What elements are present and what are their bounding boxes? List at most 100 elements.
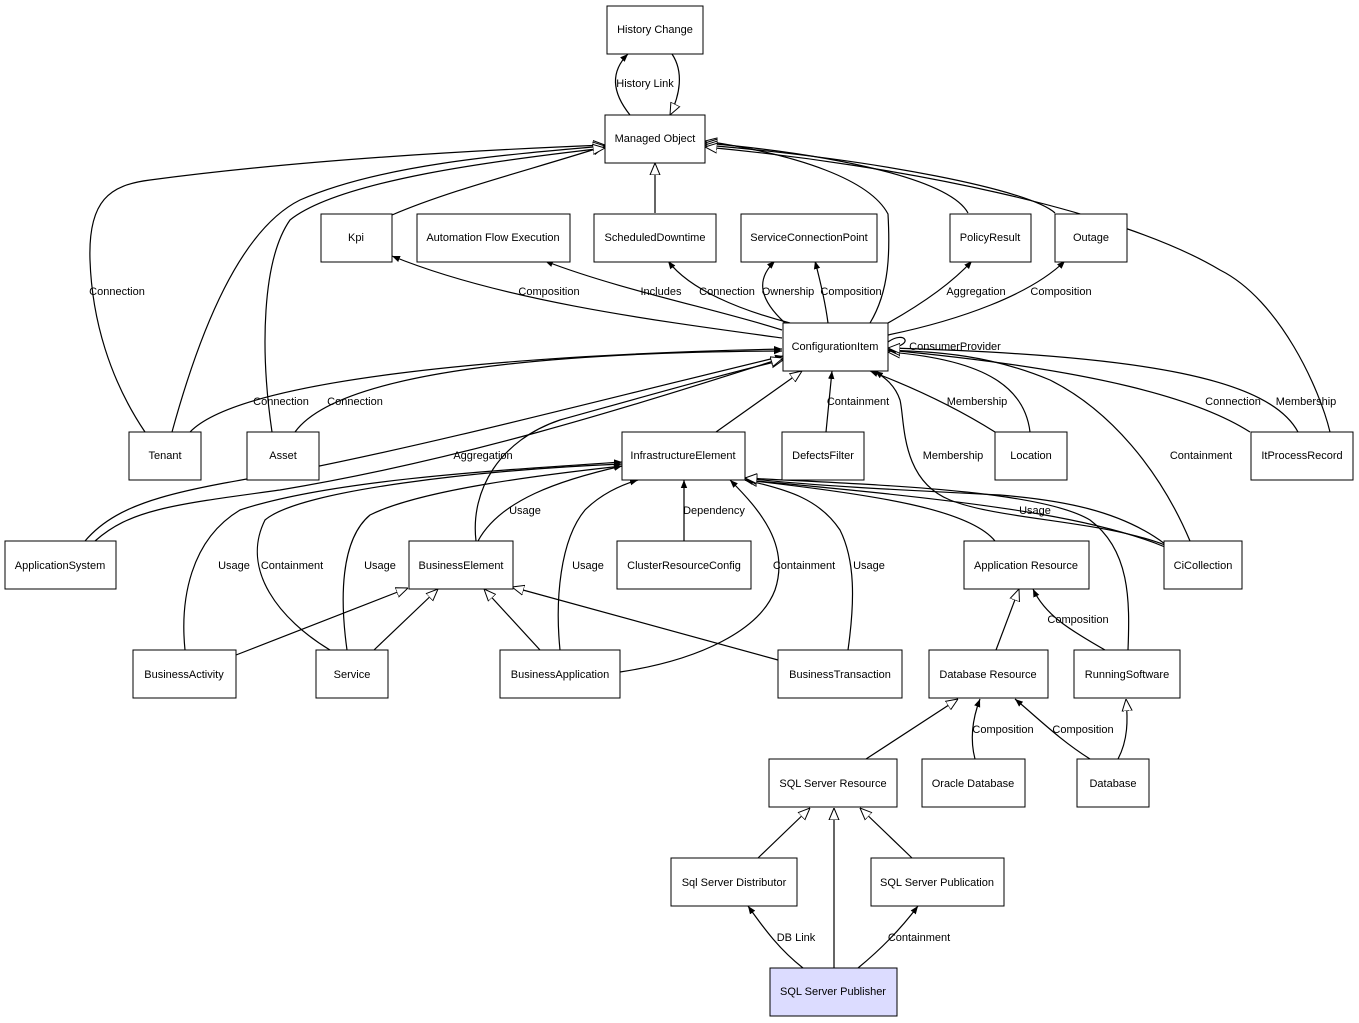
node-business-application[interactable]: BusinessApplication [499,649,621,699]
edge-cic-ie [744,477,1166,548]
node-label: Database [1089,778,1136,790]
edge-pub-publ [857,905,919,969]
node-label: ItProcessRecord [1261,450,1342,462]
edge-pub-dist [747,905,804,969]
edge-label-ba-usage: Usage [218,560,250,572]
edge-bt-be [512,587,779,661]
edge-ci-scp-comp [813,260,829,324]
edge-label-outage-composition: Composition [1030,286,1091,298]
edge-label-consumer-provider: ConsumerProvider [909,341,1001,353]
edge-label-cicollection-containment: Containment [1170,450,1232,462]
node-defects-filter[interactable]: DefectsFilter [781,431,865,481]
node-label: DefectsFilter [792,450,854,462]
edge-label-history-link: History Link [616,78,674,90]
node-ci-collection[interactable]: CiCollection [1163,540,1243,590]
node-it-process-record[interactable]: ItProcessRecord [1250,431,1354,481]
node-service[interactable]: Service [315,649,389,699]
edge-location-ci [869,370,996,433]
edge-ci-sd [667,260,791,324]
node-sql-server-publication[interactable]: SQL Server Publication [870,857,1005,907]
edge-pr-mo [705,143,969,214]
node-cluster-resource-config[interactable]: ClusterResourceConfig [616,540,752,590]
edge-label-pub-containment: Containment [888,932,950,944]
edge-asset-mo [264,148,605,433]
node-scheduled-downtime[interactable]: ScheduledDowntime [593,213,717,263]
edge-dr-ar [995,589,1019,651]
edge-label-oracle-composition: Composition [972,724,1033,736]
node-history-change[interactable]: History Change [606,5,704,55]
edge-label-asset-connection: Connection [327,396,383,408]
edge-as2-ci [94,358,783,542]
edge-ci-kpi [391,255,783,339]
edge-as-ci [84,354,784,542]
edge-label-bapp-usage: Usage [572,560,604,572]
node-label: PolicyResult [960,232,1021,244]
edge-label-bapp-containment: Containment [773,560,835,572]
node-automation-flow-execution[interactable]: Automation Flow Execution [416,213,571,263]
nodes: History Change Managed Object Kpi Automa… [4,5,1354,1017]
node-policy-result[interactable]: PolicyResult [949,213,1032,263]
node-oracle-database[interactable]: Oracle Database [921,758,1026,808]
node-label: Kpi [348,232,364,244]
edge-asset-ci [294,347,783,433]
edge-outage-mo [705,145,1056,214]
node-managed-object[interactable]: Managed Object [604,114,706,164]
edge-ba-ie [183,459,623,651]
node-infrastructure-element[interactable]: InfrastructureElement [621,431,746,481]
node-outage[interactable]: Outage [1054,213,1128,263]
node-label: History Change [617,24,693,36]
node-database[interactable]: Database [1076,758,1150,808]
node-label: BusinessActivity [144,669,224,681]
edge-ci-afe [544,260,783,331]
edge-itpr-ci-conn [887,347,1251,433]
edge-label-defects-containment: Containment [827,396,889,408]
edge-label-sd-connection: Connection [699,286,755,298]
node-configuration-item[interactable]: ConfigurationItem [782,322,889,372]
edge-label-tenant-connection: Connection [253,396,309,408]
edge-ie-ci [715,371,802,433]
edge-ba-be [235,588,408,656]
edge-label-itpr-connection: Connection [1205,396,1261,408]
edge-ci-scp-own [762,260,786,324]
node-location[interactable]: Location [994,431,1068,481]
edge-rs-ar [1032,588,1106,651]
node-kpi[interactable]: Kpi [320,213,393,263]
node-business-element[interactable]: BusinessElement [408,540,514,590]
node-database-resource[interactable]: Database Resource [928,649,1049,699]
edge-ssr-dr [865,699,958,760]
edge-itpr-ci-memb [888,348,1299,433]
node-application-system[interactable]: ApplicationSystem [4,540,117,590]
edge-ci-pr [887,260,973,324]
node-sql-server-resource[interactable]: SQL Server Resource [768,758,898,808]
node-asset[interactable]: Asset [246,431,320,481]
node-business-activity[interactable]: BusinessActivity [132,649,237,699]
node-running-software[interactable]: RunningSoftware [1073,649,1181,699]
edge-publ-ssr [860,808,913,859]
node-application-resource[interactable]: Application Resource [963,540,1090,590]
edge-history-inherit [670,53,679,115]
node-label: RunningSoftware [1085,669,1169,681]
node-label: Automation Flow Execution [426,232,559,244]
node-label: ScheduledDowntime [605,232,706,244]
edge-dist-ssr [757,808,810,859]
node-sql-server-distributor[interactable]: Sql Server Distributor [670,857,798,907]
edge-ar-ie [745,480,996,542]
node-label: CiCollection [1174,560,1233,572]
edge-label-kpi-composition: Composition [518,286,579,298]
edge-ci-outage [887,260,1066,336]
node-tenant[interactable]: Tenant [128,431,202,481]
edge-cic2-ie [745,478,1166,545]
edge-kpi-mo [391,146,605,216]
node-sql-server-publisher[interactable]: SQL Server Publisher [769,967,898,1017]
edge-label-cluster-dependency: Dependency [683,505,745,517]
node-business-transaction[interactable]: BusinessTransaction [777,649,903,699]
edge-db-rs [1117,699,1127,760]
edge-itpr-mo [705,147,1331,433]
edge-label-service-containment: Containment [261,560,323,572]
node-label: Tenant [148,450,181,462]
edge-label-rs-composition: Composition [1047,614,1108,626]
node-label: Outage [1073,232,1109,244]
node-service-connection-point[interactable]: ServiceConnectionPoint [740,213,878,263]
edge-label-tenant-mo-connection: Connection [89,286,145,298]
node-label: Managed Object [615,133,696,145]
